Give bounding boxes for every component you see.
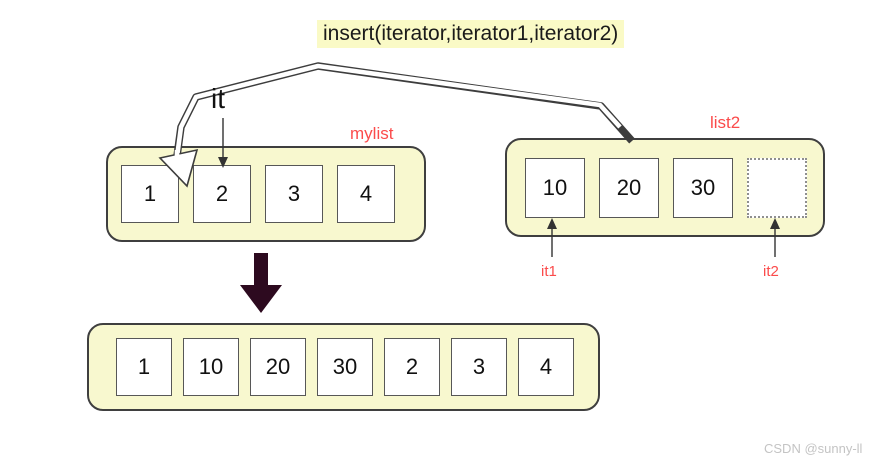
list2-cell: 30 — [673, 157, 733, 218]
result-cell: 3 — [451, 338, 507, 396]
list2-label: list2 — [710, 113, 741, 132]
result-cell: 20 — [250, 338, 306, 396]
result-cell: 2 — [384, 338, 440, 396]
mylist-container: 1 2 3 4 — [106, 146, 426, 242]
result-container: 1 10 20 30 2 3 4 — [87, 323, 600, 411]
merge-down-arrow-icon — [240, 253, 282, 313]
mylist-cell: 1 — [121, 165, 179, 223]
mylist-label: mylist — [350, 124, 394, 143]
list2-empty-slot — [747, 157, 807, 218]
list2-container: 10 20 30 — [505, 138, 825, 237]
mylist-cell: 2 — [193, 165, 251, 223]
it1-label: it1 — [541, 263, 557, 280]
it-label: it — [211, 83, 225, 114]
csdn-watermark: CSDN @sunny-ll — [764, 441, 863, 456]
result-cell: 10 — [183, 338, 239, 396]
insert-function-title: insert(iterator,iterator1,iterator2) — [317, 20, 625, 48]
result-cell: 1 — [116, 338, 172, 396]
result-cell: 30 — [317, 338, 373, 396]
mylist-cell: 3 — [265, 165, 323, 223]
it2-label: it2 — [763, 263, 779, 280]
result-cell: 4 — [518, 338, 574, 396]
list2-cell: 10 — [525, 157, 585, 218]
list2-cell: 20 — [599, 157, 659, 218]
mylist-cell: 4 — [337, 165, 395, 223]
